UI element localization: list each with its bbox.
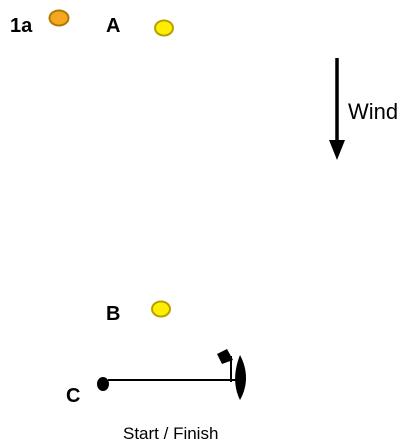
- wind-label: Wind: [348, 99, 398, 124]
- mark-1a-buoy: [48, 9, 70, 27]
- mark-b-buoy: [151, 300, 171, 318]
- mark-1a-label: 1a: [10, 15, 33, 37]
- committee-boat-icon: [217, 349, 246, 400]
- start-finish-label: Start / Finish: [123, 424, 218, 443]
- mark-c-buoy: [97, 377, 109, 391]
- mark-a-buoy: [154, 19, 174, 37]
- mark-a-label: A: [106, 15, 120, 37]
- wind-arrow-icon: [329, 58, 345, 160]
- mark-b-label: B: [106, 303, 120, 325]
- mark-c-label: C: [66, 385, 80, 407]
